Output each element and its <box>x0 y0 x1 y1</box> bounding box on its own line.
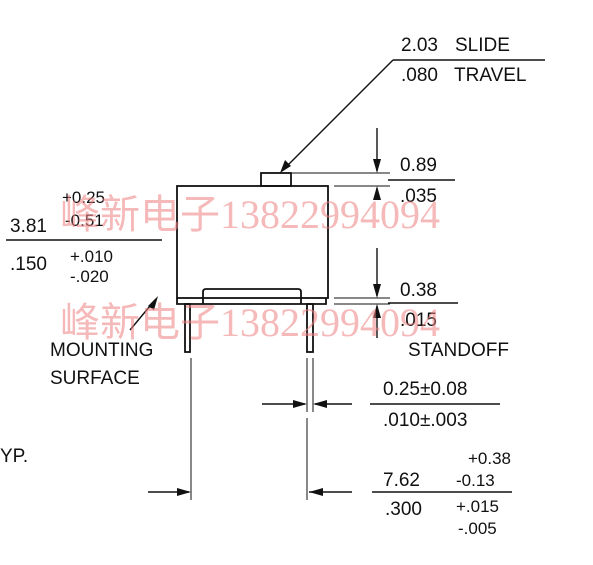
standoff-label: STANDOFF <box>408 340 509 361</box>
component-body <box>176 185 329 299</box>
slide-travel-imperial-label: TRAVEL <box>454 65 527 86</box>
slide-actuator <box>260 172 292 187</box>
left-lead <box>184 303 191 353</box>
standoff-base <box>176 298 327 305</box>
lead-width-metric: 0.25±0.08 <box>383 379 467 400</box>
mounting-surface-line2: SURFACE <box>50 368 140 389</box>
mounting-surface-leader <box>129 296 158 331</box>
standoff-recess <box>202 288 302 304</box>
body-height-metric: 3.81 <box>10 216 47 237</box>
lead-spacing-dimension <box>148 358 512 500</box>
actuator-height-dimension <box>292 128 455 200</box>
actuator-height-imperial: .035 <box>400 186 437 207</box>
watermark-top: 峰新电子13822994094 <box>60 192 440 237</box>
lead-spacing-metric: 7.62 <box>383 470 420 491</box>
body-height-imperial-tol-minus: -.020 <box>70 267 109 286</box>
body-height-imperial-tol-plus: +.010 <box>70 247 113 266</box>
slide-travel-metric-label: SLIDE <box>455 35 510 56</box>
lead-spacing-metric-tol-plus: +0.38 <box>468 449 511 468</box>
body-height-metric-tol-plus: +0.25 <box>62 188 105 207</box>
lead-spacing-metric-tol-minus: -0.13 <box>456 471 495 490</box>
lead-spacing-imperial-tol-plus: +.015 <box>456 497 499 516</box>
standoff-metric: 0.38 <box>400 280 437 301</box>
lead-spacing-imperial-tol-minus: -.005 <box>458 519 497 538</box>
right-lead <box>306 303 314 353</box>
slide-travel-metric: 2.03 <box>401 35 438 56</box>
typ-fragment: YP. <box>0 446 28 467</box>
actuator-height-metric: 0.89 <box>400 155 437 176</box>
watermark-bottom: 峰新电子13822994094 <box>60 300 440 345</box>
lead-spacing-imperial: .300 <box>385 499 422 520</box>
standoff-imperial: .015 <box>400 310 437 331</box>
body-height-metric-tol-minus: -0.51 <box>65 211 104 230</box>
body-height-imperial: .150 <box>10 254 47 275</box>
lead-width-imperial: .010±.003 <box>383 410 467 431</box>
slide-travel-leader <box>280 59 545 173</box>
standoff-dimension <box>334 248 458 338</box>
component-outline <box>176 172 329 353</box>
mounting-surface-line1: MOUNTING <box>50 340 153 361</box>
lead-width-dimension <box>262 358 500 412</box>
slide-travel-imperial: .080 <box>401 65 438 86</box>
